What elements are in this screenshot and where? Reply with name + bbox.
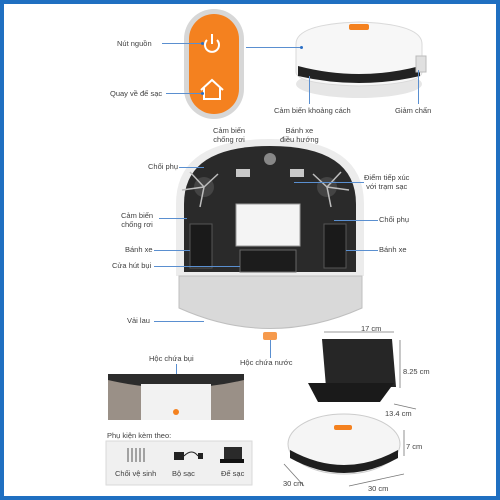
- dock-depth: 13.4 cm: [385, 409, 412, 418]
- robot-top-view: [295, 21, 427, 98]
- dock-icon: [220, 447, 244, 463]
- label-steering-wheel: Bánh xe điều hướng: [280, 126, 319, 144]
- label-mop: Vải lau: [127, 316, 150, 325]
- label-side-brush-left: Chổi phụ: [148, 162, 179, 171]
- label-distance-sensor: Cảm biến khoảng cách: [274, 106, 351, 115]
- dock-width: 17 cm: [361, 324, 382, 333]
- home-icon: [200, 78, 224, 100]
- robot-diameter-a: 30 cm: [283, 479, 304, 488]
- label-water-tank: Hộc chứa nước: [240, 358, 293, 367]
- product-diagram: Nút nguồn Quay về đế sạc Cảm biến khoảng…: [4, 4, 496, 496]
- accessories-title: Phụ kiện kèm theo:: [107, 431, 172, 440]
- accessory-brush: Chổi vệ sinh: [115, 469, 157, 478]
- control-panel: [184, 9, 244, 119]
- label-suction-port: Cửa hút bụi: [112, 261, 152, 270]
- robot-dimension-view: [283, 413, 405, 487]
- robot-underside: [176, 139, 364, 340]
- brush-icon: [127, 448, 145, 462]
- charger-icon: [174, 451, 203, 460]
- label-power-button: Nút nguồn: [117, 39, 152, 48]
- accessory-dock: Đế sạc: [221, 469, 245, 478]
- label-bumper: Giảm chấn: [395, 106, 432, 115]
- label-return-dock: Quay về đế sạc: [110, 89, 163, 98]
- accessories-box: [105, 440, 253, 486]
- dust-box-photo: [108, 374, 244, 420]
- label-side-brush-right: Chổi phụ: [379, 215, 410, 224]
- accessory-charger: Bộ sạc: [172, 469, 195, 478]
- label-fall-sensor-left: Cảm biến chống rơi: [121, 211, 154, 229]
- power-icon: [204, 34, 220, 53]
- label-dust-box: Hộc chứa bụi: [149, 354, 194, 363]
- label-fall-sensor-top: Cảm biến chống rơi: [213, 126, 246, 144]
- robot-diameter-b: 30 cm: [368, 484, 389, 493]
- label-wheel-left: Bánh xe: [125, 245, 153, 254]
- dock-height: 8.25 cm: [403, 367, 430, 376]
- charging-dock: [308, 331, 417, 410]
- robot-height: 7 cm: [406, 442, 423, 451]
- label-charge-contacts: Điểm tiếp xúc với trạm sạc: [364, 173, 410, 191]
- label-wheel-right: Bánh xe: [379, 245, 407, 254]
